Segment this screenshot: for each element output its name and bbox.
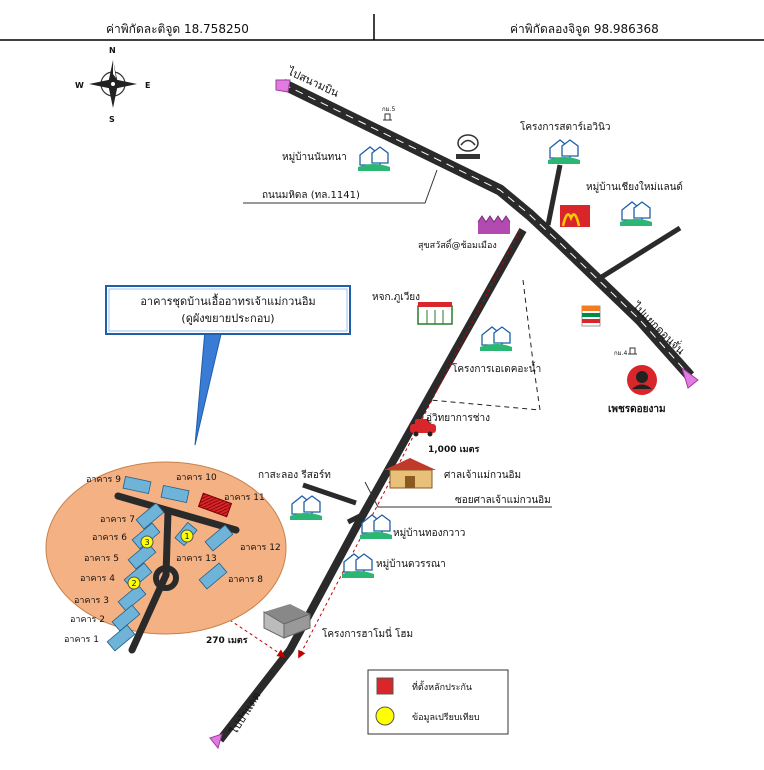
building-10 xyxy=(160,484,190,504)
shrine-label: ศาลเจ้าแม่กวนอิม xyxy=(444,469,521,481)
nanthana-label: หมู่บ้านนันทนา xyxy=(282,151,347,163)
house-icon-duangrasami xyxy=(342,553,374,578)
compass-west: W xyxy=(75,81,84,90)
mahidol-road-label: ถนนมหิดล (ทล.1141) xyxy=(262,190,360,201)
latitude-label: ค่าพิกัดละติจูด 18.758250 xyxy=(106,22,249,36)
chiang-mai-land-road xyxy=(598,225,682,281)
office-building-icon xyxy=(263,604,311,639)
building-12 xyxy=(204,524,234,552)
distance-1000-label: 1,000 เมตร xyxy=(428,445,479,455)
chiang-mai-land-label: หมู่บ้านเชียงใหม่แลนด์ xyxy=(586,181,683,193)
ae-dee-label: โครงการเอเดคอะน้ำ xyxy=(452,361,541,375)
building-2 xyxy=(111,604,141,632)
km5-marker-icon xyxy=(383,113,392,121)
duangrasami-label: หมู่บ้านดวรรณา xyxy=(376,558,446,570)
building-3 xyxy=(117,584,147,612)
collateral-swatch xyxy=(376,677,394,695)
main-highway xyxy=(280,79,695,380)
svg-text:3: 3 xyxy=(144,538,149,547)
svg-text:1: 1 xyxy=(184,532,189,541)
building-label-7: อาคาร 7 xyxy=(100,515,135,525)
house-icon-kasalong xyxy=(290,495,322,520)
km5-label: กม.5 xyxy=(382,106,395,113)
distance-270-label: 270 เมตร xyxy=(206,636,248,646)
mazda-logo-icon xyxy=(456,134,480,159)
samoe-home-label: โครงการฮาโมนี่ โฮม xyxy=(322,626,413,640)
mcdonalds-logo-icon xyxy=(560,205,590,227)
coordinate-header: ค่าพิกัดละติจูด 18.758250 ค่าพิกัดลองจิจ… xyxy=(0,0,764,40)
building-label-5: อาคาร 5 xyxy=(84,554,119,564)
building-label-1: อาคาร 1 xyxy=(64,635,99,645)
soi-stub xyxy=(346,512,364,525)
building-label-8: อาคาร 8 xyxy=(228,575,263,585)
building-5 xyxy=(127,542,157,570)
house-icon-nanthana xyxy=(358,146,390,171)
building-9 xyxy=(122,475,152,495)
building-label-12: อาคาร 12 xyxy=(240,543,281,553)
car-icon xyxy=(410,419,436,437)
building-label-2: อาคาร 2 xyxy=(70,615,105,625)
km4-marker-icon xyxy=(628,347,637,355)
comparable-marker-3: 3 xyxy=(140,535,154,549)
star-avenue-road xyxy=(545,164,563,226)
building-8 xyxy=(198,562,228,590)
building-1 xyxy=(106,624,136,652)
pa-daet-arrow-icon xyxy=(209,733,223,750)
legend-comparable-label: ข้อมูลเปรียบเทียบ xyxy=(412,712,480,723)
callout-pointer xyxy=(194,329,223,446)
longitude-label: ค่าพิกัดลองจิจูด 98.986368 xyxy=(510,22,659,36)
soi-leader-line xyxy=(364,481,552,508)
legend: ที่ตั้งหลักประกัน ข้อมูลเปรียบเทียบ xyxy=(367,669,509,735)
comparable-marker-2: 2 xyxy=(127,576,141,590)
house-icon-ae-dee xyxy=(480,326,512,351)
building-label-6: อาคาร 6 xyxy=(92,533,127,543)
compass-north: N xyxy=(109,46,116,55)
legend-collateral-label: ที่ตั้งหลักประกัน xyxy=(412,680,472,693)
building-11-collateral xyxy=(197,492,233,518)
to-pa-daet-label: ไปป่าแดด xyxy=(227,690,263,738)
mahidol-leader-line xyxy=(243,169,438,204)
compass-rose-icon xyxy=(89,60,137,108)
house-icon-chiang-mai-land xyxy=(620,201,652,226)
kasalong-label: กาสะลอง รีสอร์ท xyxy=(258,469,331,481)
building-7 xyxy=(135,502,165,530)
comparable-marker-1: 1 xyxy=(180,529,194,543)
building-label-11: อาคาร 11 xyxy=(224,493,265,503)
house-icon-star-avenue xyxy=(548,139,580,164)
don-chan-arrow-icon xyxy=(681,366,699,389)
callout-box xyxy=(105,285,351,335)
mahidol-road xyxy=(216,228,527,743)
petch-doi-label: เพชรดอยงาม xyxy=(608,404,666,415)
building-label-3: อาคาร 3 xyxy=(74,596,109,606)
airport-arrow-icon xyxy=(275,79,291,93)
shrine-icon xyxy=(384,458,436,489)
sukhotai-label: สุขสวัสดิ์@ช้อมเมือง xyxy=(418,238,497,251)
distance-1000-line xyxy=(298,229,521,659)
soi-shrine-label: ซอยศาลเจ้าแม่กวนอิม xyxy=(455,494,551,506)
technical-label: อู่วิทยาการช่าง xyxy=(426,413,490,424)
svg-text:2: 2 xyxy=(131,579,136,588)
building-label-10: อาคาร 10 xyxy=(176,473,217,483)
callout-line2: (ดูผังขยายประกอบ) xyxy=(181,312,274,325)
building-label-9: อาคาร 9 xyxy=(86,475,121,485)
petch-doi-logo-icon xyxy=(627,365,657,395)
house-icon-thong-kwao xyxy=(360,514,392,539)
building-label-13: อาคาร 13 xyxy=(176,554,217,564)
factory-icon xyxy=(477,215,511,234)
kasalong-road xyxy=(302,482,357,506)
compass-east: E xyxy=(145,81,150,90)
building-label-4: อาคาร 4 xyxy=(80,574,115,584)
post-office-label: หจก.ภูเวียง xyxy=(372,291,420,303)
post-office-icon xyxy=(417,302,453,325)
star-avenue-label: โครงการสตาร์เอวินิว xyxy=(520,120,610,133)
compass-south: S xyxy=(109,115,115,124)
comparable-swatch xyxy=(375,706,395,726)
inset-roads xyxy=(114,492,240,654)
thong-kwao-label: หมู่บ้านทองกวาว xyxy=(393,527,465,539)
km4-label: กม.4 xyxy=(614,350,627,357)
callout-line1: อาคารชุดบ้านเอื้ออาทรเจ้าแม่กวนอิม xyxy=(140,293,315,308)
seven-eleven-logo-icon xyxy=(581,305,601,327)
